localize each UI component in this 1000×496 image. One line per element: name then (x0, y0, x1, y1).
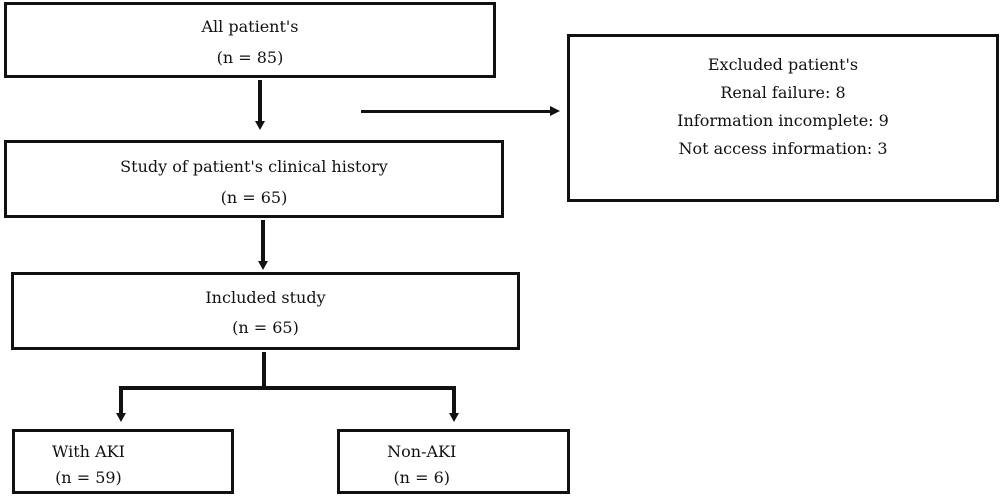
excluded-patients-title: Excluded patient's (707, 55, 859, 74)
arrow-down-icon (116, 413, 126, 422)
with-aki-count: (n = 59) (55, 468, 122, 487)
excluded-reason-information-incomplete: Information incomplete: 9 (677, 111, 889, 130)
included-study-box: Included study (n = 65) (11, 272, 520, 350)
arrow-right-icon (550, 106, 560, 116)
non-aki-count: (n = 6) (393, 468, 450, 487)
connector-all-to-history (258, 80, 262, 121)
non-aki-box: Non-AKI (n = 6) (337, 429, 570, 494)
clinical-history-count: (n = 65) (220, 188, 288, 207)
included-study-count: (n = 65) (232, 318, 299, 337)
all-patients-box: All patient's (n = 85) (4, 2, 496, 78)
non-aki-label: Non-AKI (387, 442, 457, 461)
clinical-history-box: Study of patient's clinical history (n =… (4, 140, 504, 218)
connector-to-excluded (361, 110, 551, 113)
with-aki-label: With AKI (51, 442, 125, 461)
branch-connector (119, 386, 456, 390)
clinical-history-label: Study of patient's clinical history (120, 157, 388, 176)
excluded-reason-no-access: Not access information: 3 (678, 139, 888, 158)
excluded-reason-renal-failure: Renal failure: 8 (720, 83, 846, 102)
all-patients-label: All patient's (201, 17, 299, 36)
arrow-down-icon (449, 413, 459, 422)
with-aki-box: With AKI (n = 59) (12, 429, 234, 494)
excluded-patients-box: Excluded patient's Renal failure: 8 Info… (567, 34, 999, 202)
connector-branch-to-non-aki (452, 386, 456, 414)
connector-branch-to-aki (119, 386, 123, 414)
included-study-label: Included study (205, 288, 326, 307)
all-patients-count: (n = 85) (216, 48, 284, 67)
arrow-down-icon (255, 121, 265, 130)
connector-included-to-branch (262, 352, 266, 388)
connector-history-to-included (261, 220, 265, 261)
arrow-down-icon (258, 261, 268, 270)
